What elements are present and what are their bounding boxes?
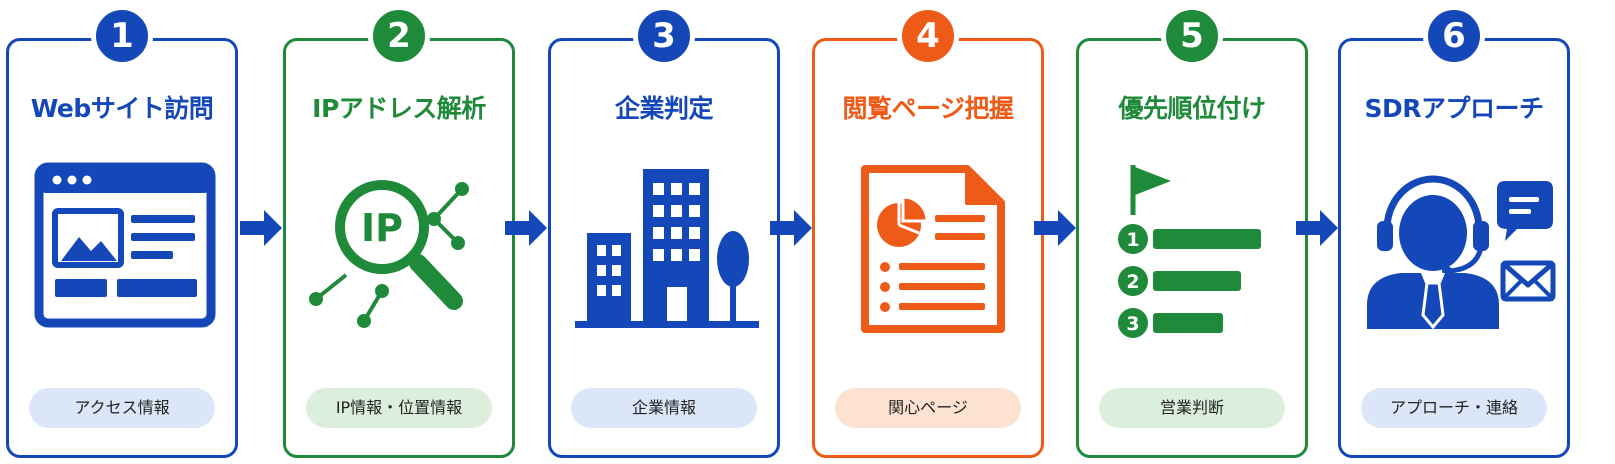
pie-chart-document-icon — [861, 165, 1005, 333]
step-tag: IP情報・位置情報 — [306, 388, 492, 428]
browser-window-icon — [34, 162, 216, 328]
rank-label-2: 2 — [1126, 271, 1139, 293]
rank-label-3: 3 — [1126, 313, 1139, 335]
step-title: IPアドレス解析 — [312, 94, 486, 123]
step-tag: 営業判断 — [1099, 388, 1285, 428]
step-number-badge: 5 — [1161, 5, 1223, 67]
arrow-right-icon — [770, 210, 812, 246]
step-tag: 企業情報 — [571, 388, 757, 428]
arrow-right-icon — [505, 210, 547, 246]
step-number-badge: 1 — [91, 5, 153, 67]
step-card-2: 2 IPアドレス解析 IP IP情報・位置情報 — [283, 5, 515, 458]
step-tag: アクセス情報 — [29, 388, 215, 428]
step-title: 優先順位付け — [1118, 94, 1266, 123]
step-title: 閲覧ページ把握 — [842, 94, 1014, 123]
step-card-1: 1 Webサイト訪問 アクセス情報 — [6, 5, 238, 458]
step-number-badge: 3 — [633, 5, 695, 67]
step-tag: 関心ページ — [835, 388, 1021, 428]
step-title: 企業判定 — [614, 94, 714, 123]
step-card-3: 3 企業判定 企業情報 — [548, 5, 780, 458]
ip-magnifier-icon: IP — [309, 180, 469, 328]
arrow-right-icon — [1034, 210, 1076, 246]
step-number-badge: 4 — [897, 5, 959, 67]
arrow-right-icon — [240, 210, 282, 246]
step-number-badge: 2 — [368, 5, 430, 67]
step-tag: アプローチ・連絡 — [1361, 388, 1547, 428]
step-card-4: 4 閲覧ページ把握 関心ページ — [812, 5, 1044, 458]
headset-operator-icon — [1367, 175, 1556, 330]
arrow-right-icon — [1296, 210, 1338, 246]
step-title: SDRアプローチ — [1364, 94, 1544, 123]
ranked-list-flag-icon: 1 2 3 — [1118, 165, 1261, 338]
step-card-5: 5 優先順位付け 1 2 3 営業判断 — [1076, 5, 1308, 458]
rank-label-1: 1 — [1126, 229, 1139, 251]
office-building-icon — [575, 169, 759, 328]
ip-icon-label: IP — [361, 206, 403, 250]
step-number-badge: 6 — [1423, 5, 1485, 67]
step-title: Webサイト訪問 — [30, 94, 214, 123]
step-card-6: 6 SDRアプローチ アプローチ・連絡 — [1338, 5, 1570, 458]
